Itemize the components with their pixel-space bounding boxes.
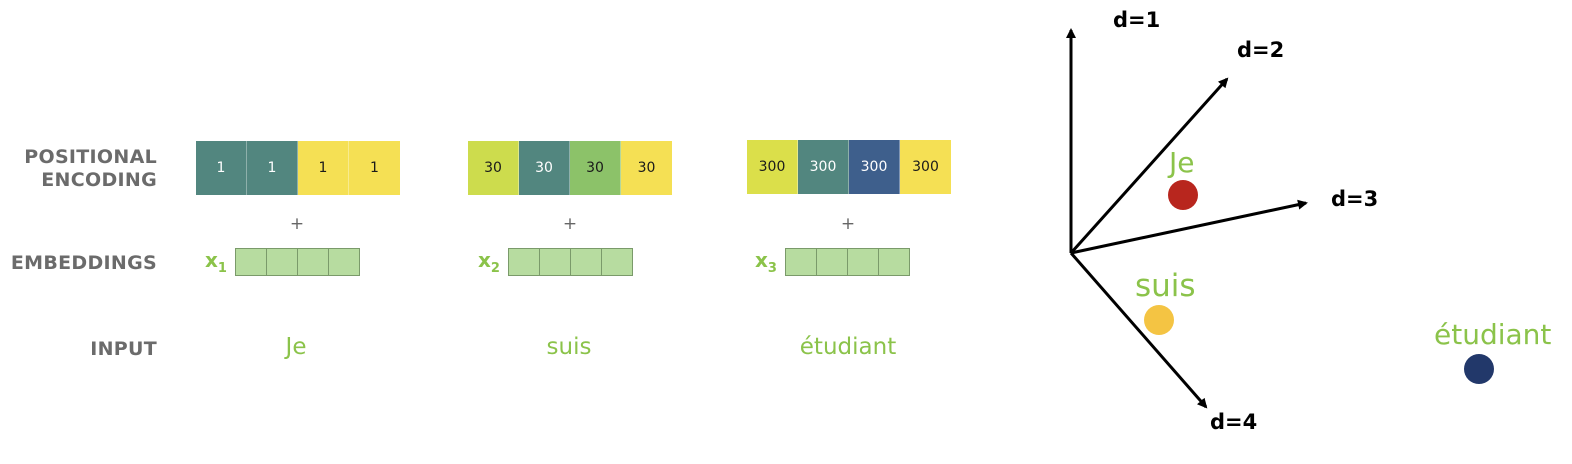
embedding-cell <box>298 249 329 275</box>
axis-d4-arrow <box>1069 252 1208 409</box>
embedding-vector-2 <box>508 248 633 276</box>
embedding-3: x3 <box>755 248 910 276</box>
plus-sign-1: + <box>289 214 305 234</box>
embedding-cell <box>848 249 879 275</box>
input-word-3: étudiant <box>799 334 897 360</box>
embedding-vector-3 <box>785 248 910 276</box>
positional-encoding-label: POSITIONAL ENCODING <box>24 146 157 192</box>
embedding-label-2: x2 <box>478 248 500 276</box>
embedding-cell <box>329 249 359 275</box>
point-je <box>1168 180 1198 210</box>
pe-cell: 300 <box>747 140 798 194</box>
pe-cell: 1 <box>298 141 349 195</box>
pe-cell: 300 <box>849 140 900 194</box>
pe-cell: 30 <box>621 141 672 195</box>
embedding-cell <box>236 249 267 275</box>
point-label-suis: suis <box>1135 268 1196 304</box>
axis-d2-arrow <box>1069 77 1229 255</box>
pe-cell: 30 <box>570 141 621 195</box>
embedding-1: x1 <box>205 248 360 276</box>
embedding-vector-1 <box>235 248 360 276</box>
positional-encoding-box-1: 1 1 1 1 <box>196 141 400 195</box>
embedding-2: x2 <box>478 248 633 276</box>
pe-cell: 1 <box>247 141 298 195</box>
pe-cell: 30 <box>468 141 519 195</box>
embedding-cell <box>540 249 571 275</box>
embedding-cell <box>786 249 817 275</box>
plus-sign-2: + <box>562 214 578 234</box>
embedding-cell <box>817 249 848 275</box>
embedding-cell <box>602 249 632 275</box>
embedding-cell <box>879 249 909 275</box>
axis-label-d1: d=1 <box>1113 8 1160 32</box>
point-label-je: Je <box>1167 146 1194 179</box>
point-suis <box>1144 305 1174 335</box>
embedding-cell <box>267 249 298 275</box>
embeddings-label: EMBEDDINGS <box>10 252 157 274</box>
point-label-etudiant: étudiant <box>1434 318 1551 351</box>
positional-encoding-box-2: 30 30 30 30 <box>468 141 672 195</box>
axis-d3-arrow <box>1070 199 1308 255</box>
point-etudiant <box>1464 354 1494 384</box>
positional-encoding-box-3: 300 300 300 300 <box>747 140 951 194</box>
axis-label-d2: d=2 <box>1237 38 1284 62</box>
embedding-cell <box>571 249 602 275</box>
positional-label-line1: POSITIONAL <box>24 146 157 168</box>
pe-cell: 300 <box>798 140 849 194</box>
embedding-label-3: x3 <box>755 248 777 276</box>
input-label: INPUT <box>90 338 157 360</box>
input-word-2: suis <box>546 334 592 360</box>
pe-cell: 300 <box>900 140 951 194</box>
embedding-cell <box>509 249 540 275</box>
pe-cell: 1 <box>196 141 247 195</box>
embedding-label-1: x1 <box>205 248 227 276</box>
axis-label-d3: d=3 <box>1331 187 1378 211</box>
plus-sign-3: + <box>840 214 856 234</box>
axis-label-d4: d=4 <box>1210 410 1257 434</box>
pe-cell: 1 <box>349 141 400 195</box>
input-word-1: Je <box>285 334 307 360</box>
positional-label-line2: ENCODING <box>41 169 157 191</box>
pe-cell: 30 <box>519 141 570 195</box>
